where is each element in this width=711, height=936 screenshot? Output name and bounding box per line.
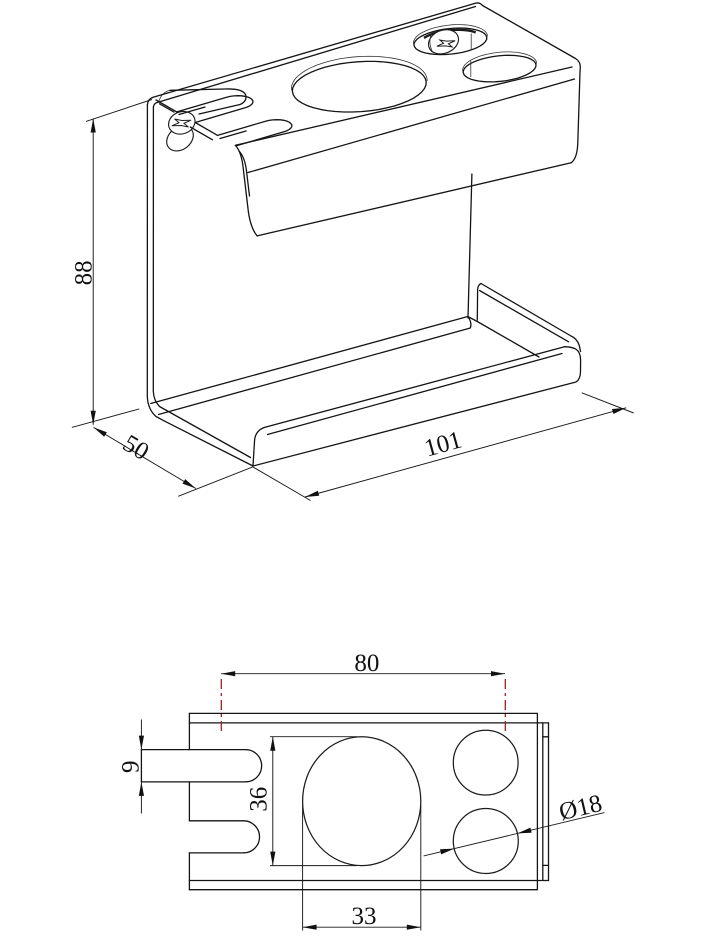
svg-text:80: 80	[354, 650, 379, 677]
svg-text:88: 88	[70, 260, 97, 285]
svg-text:33: 33	[352, 903, 377, 930]
svg-text:9: 9	[118, 760, 145, 773]
svg-text:36: 36	[246, 787, 273, 812]
